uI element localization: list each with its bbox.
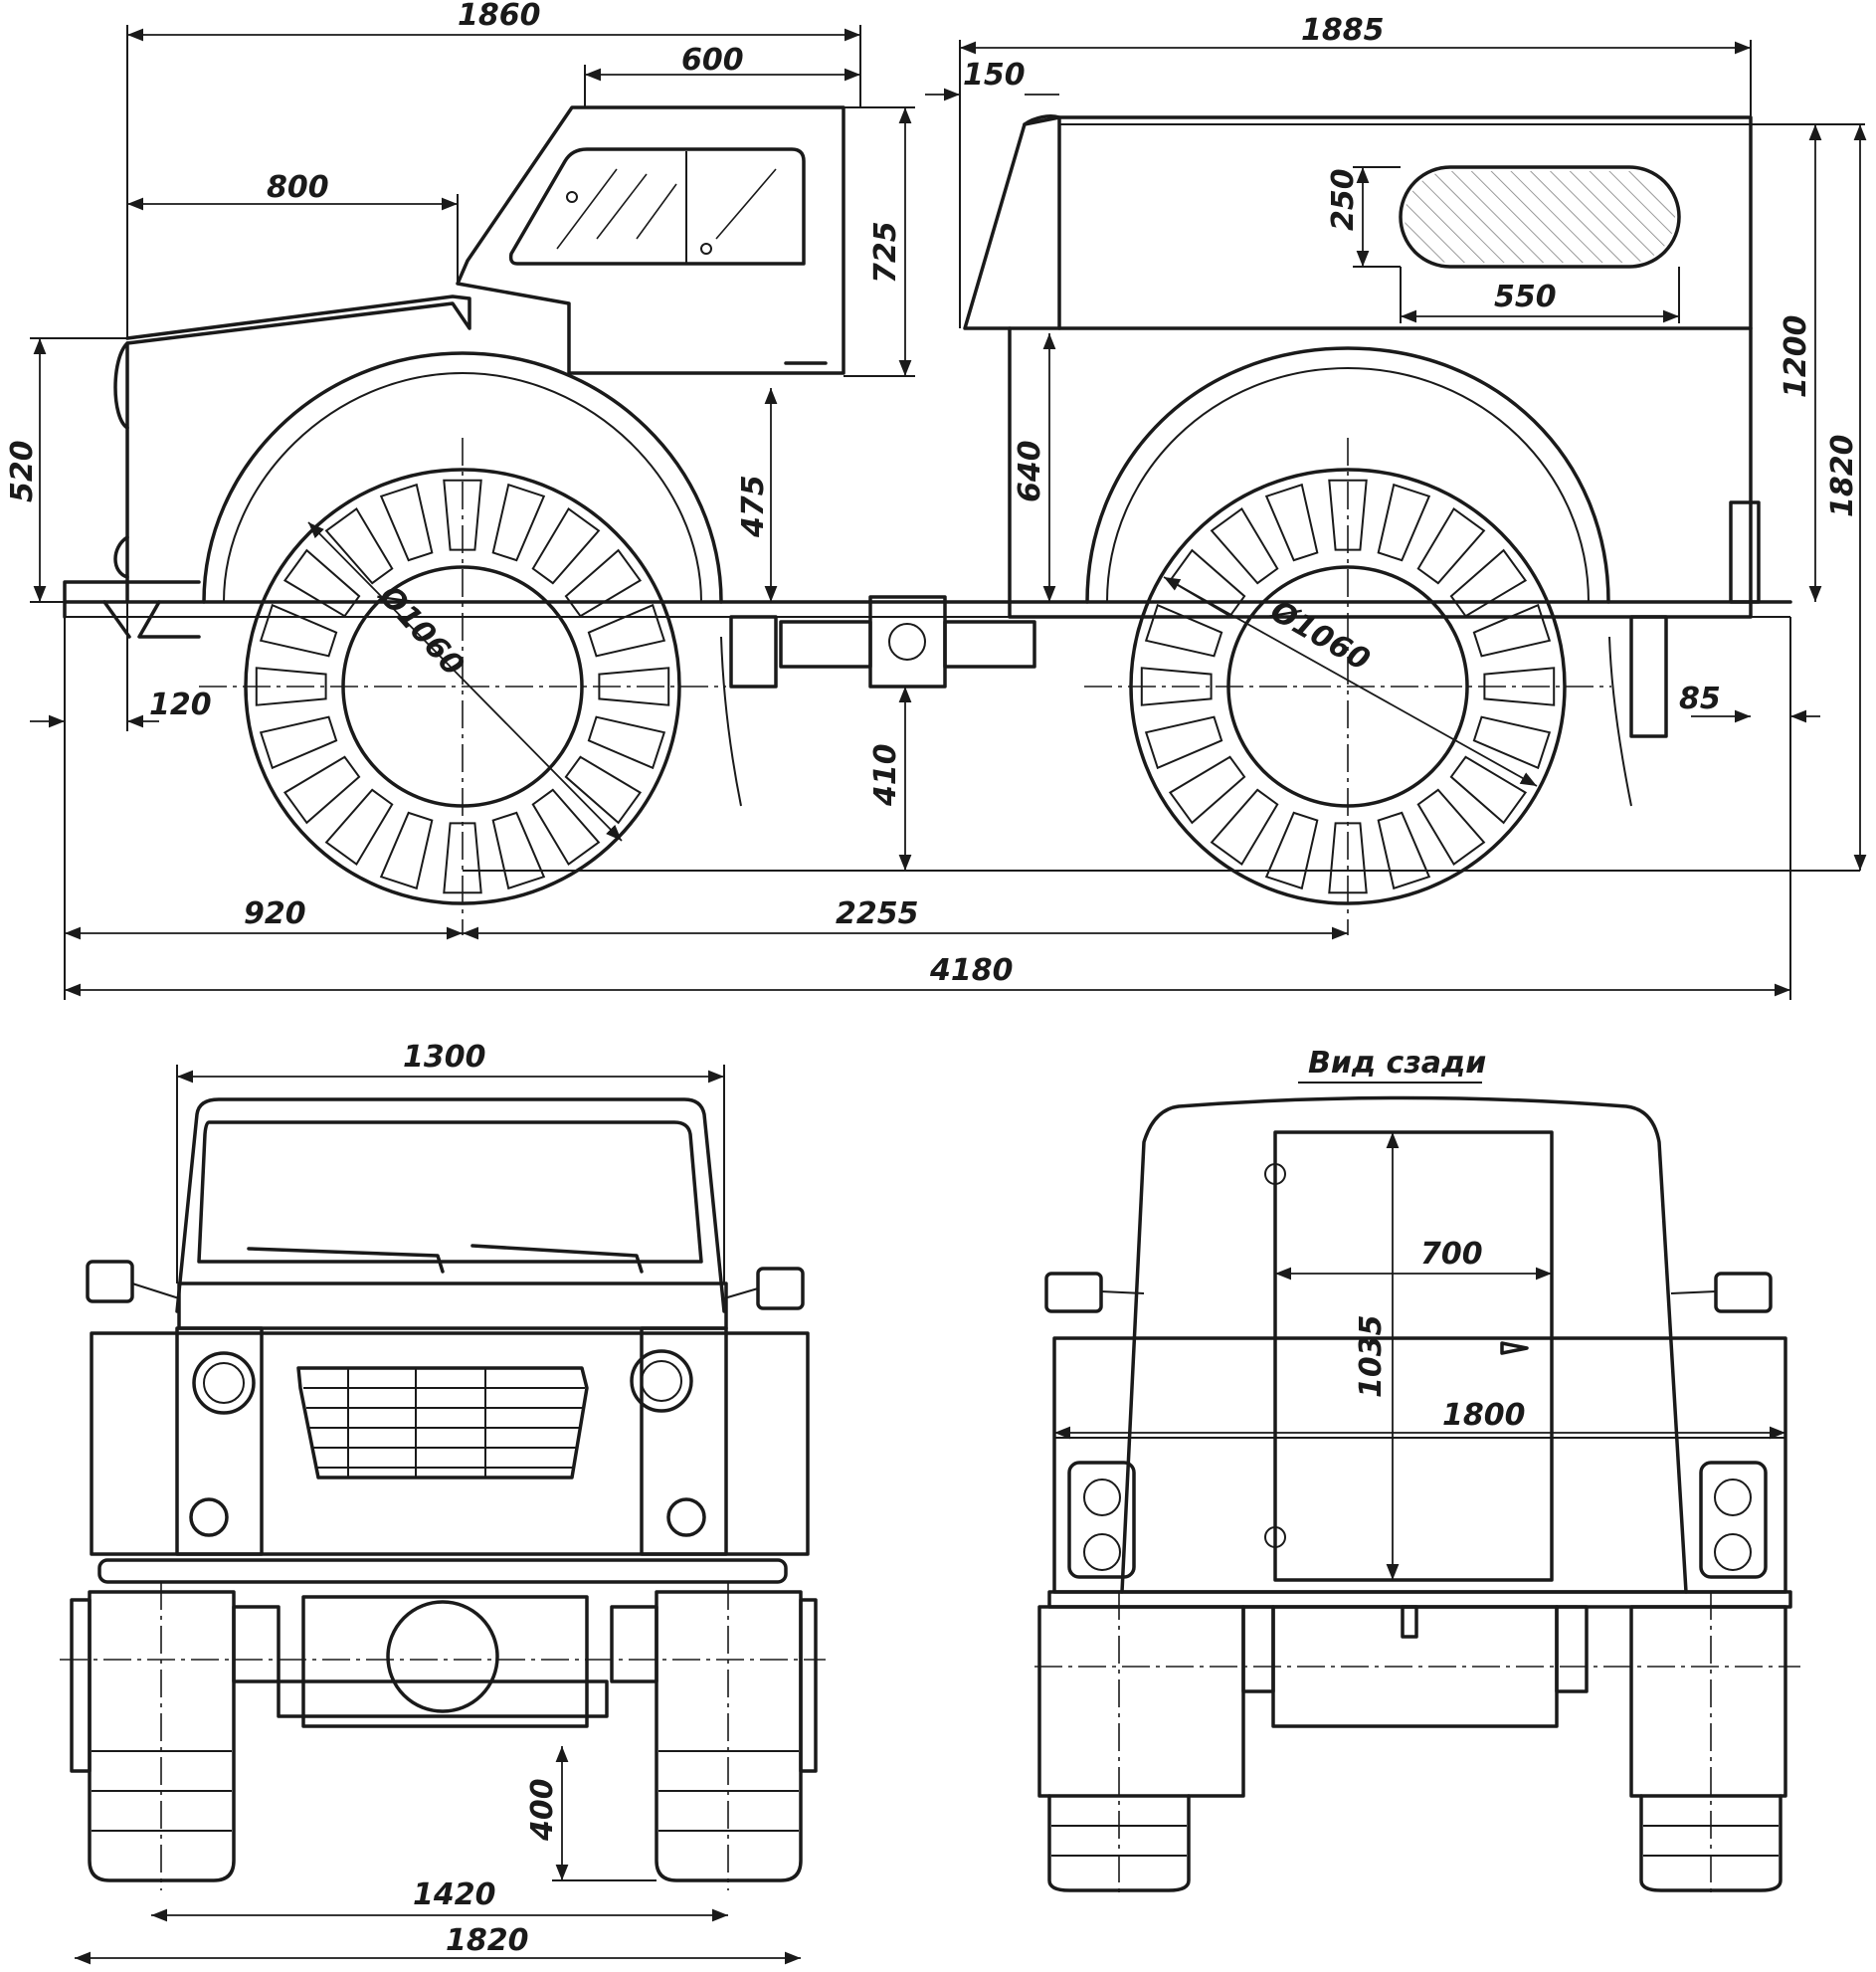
rear-mirror-right <box>1714 1272 1773 1313</box>
tread-block <box>1449 548 1528 618</box>
grille <box>296 1366 589 1479</box>
dim-410: 410 <box>868 743 903 807</box>
grille-slats <box>303 1368 585 1478</box>
tread-block <box>379 811 434 890</box>
rear-fender <box>1085 346 1610 604</box>
dim-1035: 1035 <box>1354 1315 1389 1399</box>
front-cab-outline <box>175 1097 726 1313</box>
tread-block <box>379 483 434 562</box>
differential <box>386 1600 499 1713</box>
dim-1800: 1800 <box>1442 1398 1526 1433</box>
rear-view-title: Вид сзади <box>1308 1046 1486 1081</box>
indicator-right <box>666 1497 706 1537</box>
dim-550: 550 <box>1494 280 1557 314</box>
tread-block <box>1264 811 1319 890</box>
dim-85: 85 <box>1679 682 1721 716</box>
headlight-left <box>192 1351 256 1415</box>
front-view <box>60 1097 826 1890</box>
dim-800: 800 <box>267 170 329 205</box>
tread-block <box>282 548 361 618</box>
dim-4180: 4180 <box>929 953 1014 988</box>
dim-1300: 1300 <box>403 1040 486 1075</box>
tread-block <box>587 603 666 658</box>
tread-block <box>531 788 601 867</box>
articulation-coupling <box>729 595 1036 689</box>
dim-wheel-front: Ø1060 <box>371 577 470 683</box>
tread-block <box>564 755 643 825</box>
tread-block <box>1416 788 1486 867</box>
tread-block <box>324 506 394 585</box>
tread-block <box>1328 479 1368 551</box>
tread-block <box>1264 483 1319 562</box>
side-view <box>63 105 1792 807</box>
dim-1860: 1860 <box>458 0 541 33</box>
rear-view <box>1034 1095 1800 1895</box>
dim-1885: 1885 <box>1301 13 1385 48</box>
tread-block <box>324 788 394 867</box>
cab-window <box>508 147 806 266</box>
tread-block <box>491 811 546 890</box>
dim-120: 120 <box>149 688 212 722</box>
dim-250: 250 <box>1326 168 1361 231</box>
dim-1420: 1420 <box>413 1877 496 1912</box>
tread-block <box>491 483 546 562</box>
dim-725: 725 <box>868 221 903 284</box>
tread-block <box>259 715 338 770</box>
front-fender <box>202 351 723 604</box>
dim-wheel-rear: Ø1060 <box>1262 593 1376 679</box>
tread-block <box>531 506 601 585</box>
tread-block <box>1472 603 1552 658</box>
headlight-right <box>630 1349 693 1413</box>
dim-1820-front: 1820 <box>446 1923 529 1958</box>
dim-1200: 1200 <box>1779 315 1813 399</box>
cab-window-glare <box>556 168 777 250</box>
body-window <box>1399 165 1681 269</box>
dim-640: 640 <box>1013 440 1047 502</box>
front-wheel-right <box>655 1590 803 1882</box>
dim-920: 920 <box>244 896 306 931</box>
indicator-left <box>189 1497 229 1537</box>
tread-block <box>1168 755 1246 825</box>
tread-block <box>1449 755 1528 825</box>
tread-block <box>259 603 338 658</box>
front-bumper <box>97 1558 788 1584</box>
rear-door <box>1273 1130 1554 1582</box>
tread-block <box>1328 822 1368 894</box>
dim-150: 150 <box>963 58 1026 93</box>
dim-475: 475 <box>736 475 771 538</box>
mirror-left <box>86 1260 134 1303</box>
body-box <box>963 115 1753 619</box>
dim-520: 520 <box>5 440 40 502</box>
tread-block <box>1416 506 1486 585</box>
tread-block <box>282 755 361 825</box>
dim-1820-side: 1820 <box>1825 435 1860 518</box>
tread-block <box>1472 715 1552 770</box>
side-dimensions <box>30 25 1867 1000</box>
mirror-right <box>756 1267 805 1310</box>
tread-block <box>1144 715 1223 770</box>
tread-block <box>1210 788 1279 867</box>
windshield <box>197 1120 703 1264</box>
rear-bumper <box>1047 1590 1792 1609</box>
tread-block <box>1144 603 1223 658</box>
dim-600: 600 <box>681 43 744 78</box>
tread-block <box>1168 548 1246 618</box>
tread-block <box>564 548 643 618</box>
rear-mirror-left <box>1044 1272 1103 1313</box>
cab-outline <box>456 105 845 375</box>
front-wheel-left <box>88 1590 236 1882</box>
dim-2255: 2255 <box>836 896 919 931</box>
tread-block <box>587 715 666 770</box>
tread-block <box>1377 483 1431 562</box>
dim-700: 700 <box>1420 1237 1483 1272</box>
tread-block <box>1377 811 1431 890</box>
dim-400: 400 <box>525 1778 560 1842</box>
front-body <box>90 1331 810 1556</box>
rear-body-outline <box>1120 1095 1688 1594</box>
tread-block <box>1210 506 1279 585</box>
